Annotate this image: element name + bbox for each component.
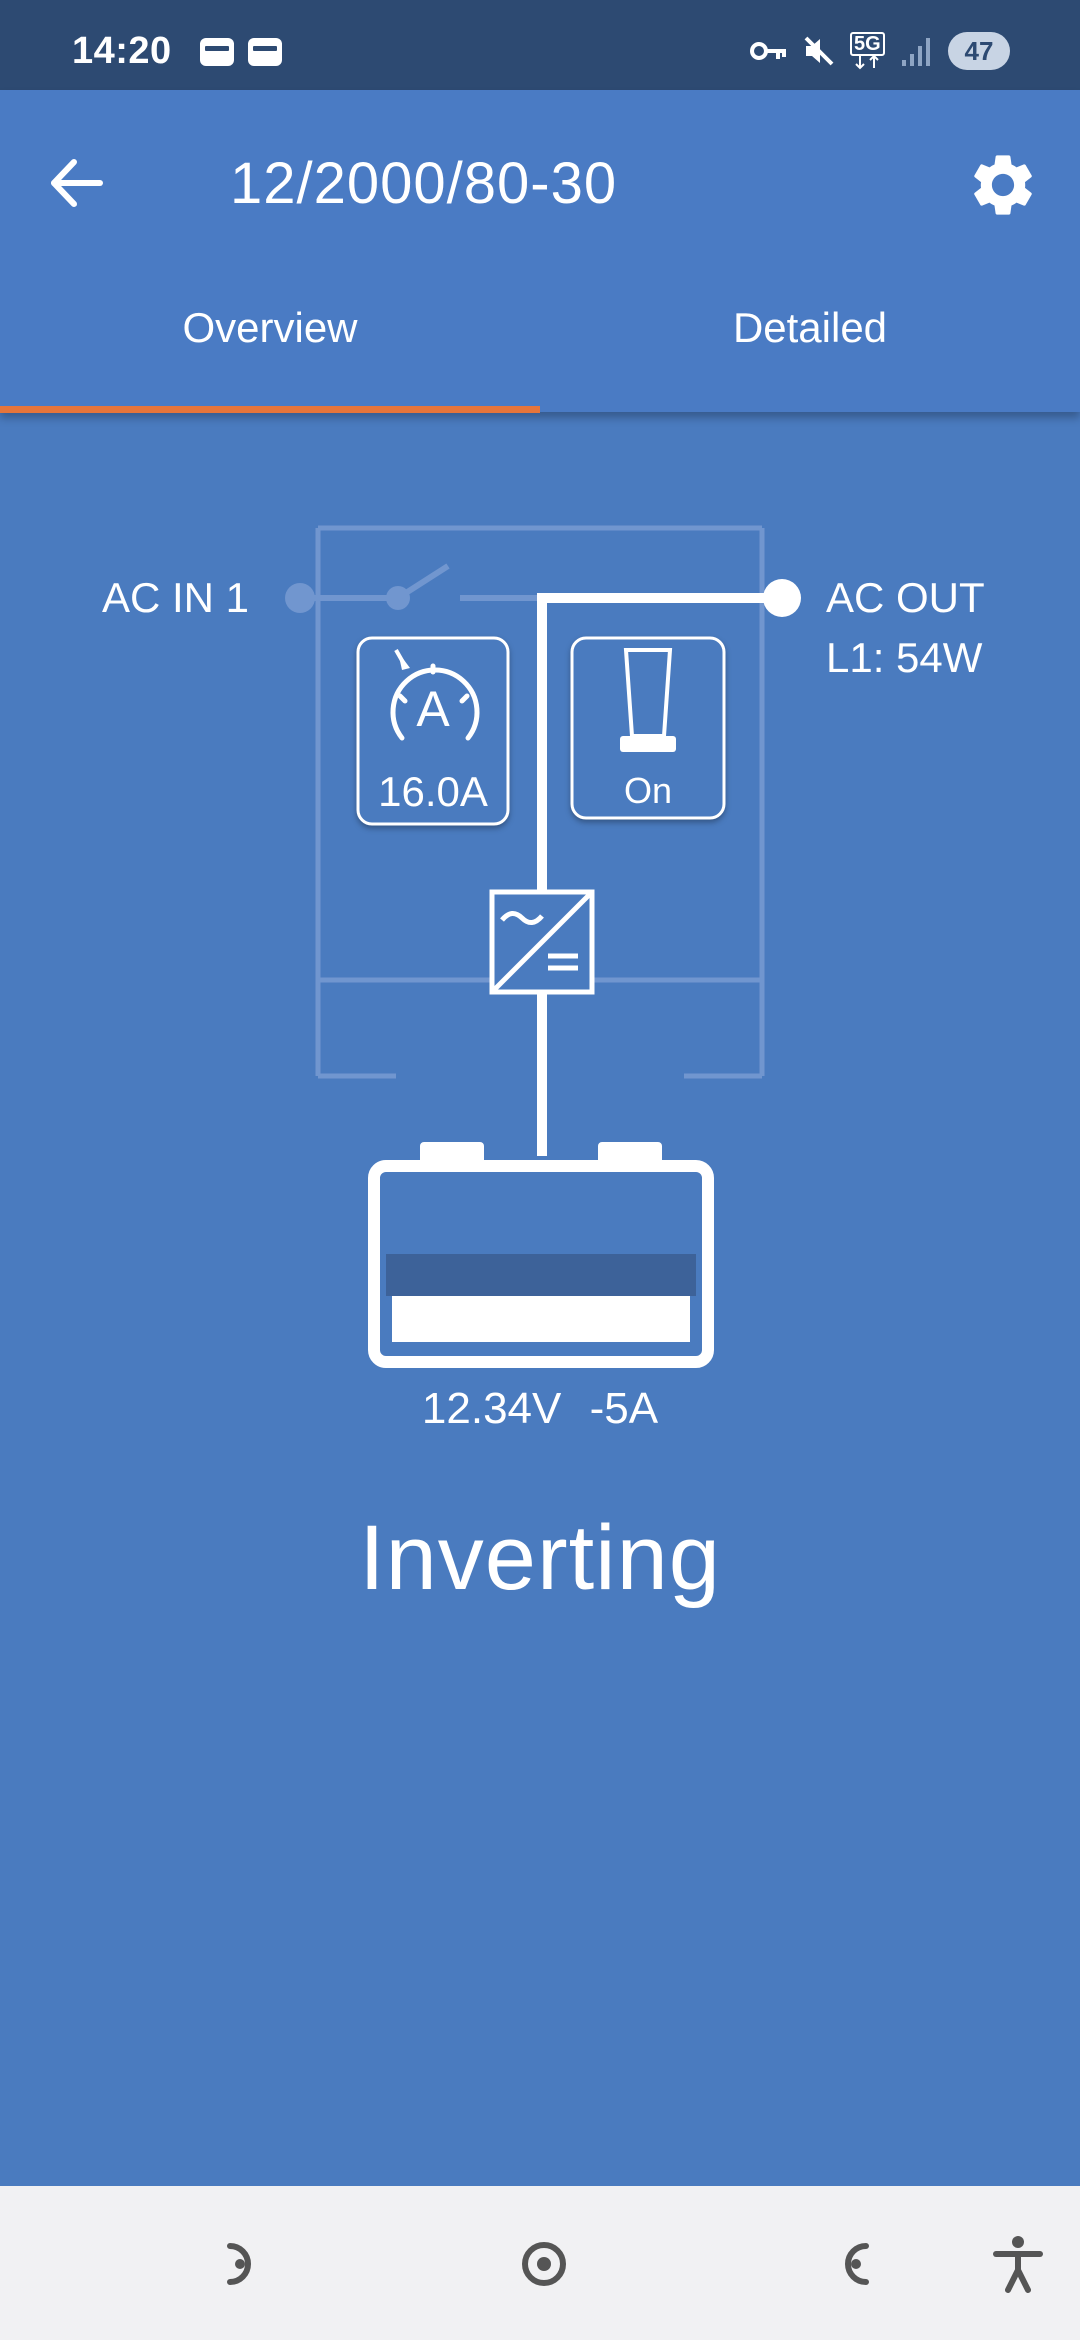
5g-icon: 5G bbox=[850, 32, 886, 70]
recents-nav-button[interactable] bbox=[824, 2234, 884, 2294]
status-bar: 14:20 5G 47 bbox=[0, 0, 1080, 90]
mode-value[interactable]: On bbox=[623, 770, 673, 811]
tab-detailed[interactable]: Detailed bbox=[732, 304, 888, 351]
signal-icon bbox=[902, 38, 930, 66]
back-nav-icon bbox=[227, 2243, 251, 2285]
battery-voltage: 12.34V bbox=[421, 1384, 562, 1433]
card-icon bbox=[200, 38, 234, 66]
device-state: Inverting bbox=[359, 1507, 721, 1609]
ac-out-power: L1: 54W bbox=[826, 634, 983, 681]
battery-readout: 12.34V -5A bbox=[0, 1384, 1080, 1434]
input-current-limit-value[interactable]: 16.0A bbox=[378, 768, 488, 815]
vpn-key-icon bbox=[750, 42, 786, 60]
battery-indicator: 47 bbox=[948, 32, 1010, 70]
accessibility-icon bbox=[993, 2236, 1043, 2293]
pointer-arrow-stem bbox=[394, 649, 406, 665]
system-nav-bar bbox=[0, 2186, 1080, 2340]
battery-base-fill bbox=[392, 1296, 690, 1342]
home-nav-button[interactable] bbox=[514, 2234, 574, 2294]
data-arrows-icon bbox=[855, 56, 879, 70]
network-label: 5G bbox=[850, 32, 885, 56]
battery-current: -5A bbox=[589, 1384, 659, 1433]
settings-button[interactable] bbox=[966, 148, 1040, 222]
app-bar: 12/2000/80-30 Overview Detailed bbox=[0, 90, 1080, 413]
ac-out-node bbox=[763, 579, 801, 617]
status-left-icons bbox=[200, 38, 282, 66]
switch-lever-icon bbox=[620, 648, 676, 752]
card-icon bbox=[248, 38, 282, 66]
ac-out-label: AC OUT bbox=[826, 574, 985, 621]
tab-indicator bbox=[0, 406, 540, 413]
ampere-gauge-icon bbox=[390, 663, 480, 741]
mode-tile[interactable] bbox=[570, 636, 726, 820]
status-right-icons: 5G 47 bbox=[750, 32, 1010, 70]
arrow-left-icon bbox=[51, 159, 103, 207]
device-title: 12/2000/80-30 bbox=[230, 151, 618, 216]
gear-icon bbox=[974, 155, 1032, 215]
input-current-limit-tile[interactable]: A bbox=[356, 636, 510, 826]
recents-nav-icon bbox=[845, 2243, 869, 2285]
back-nav-button[interactable] bbox=[212, 2234, 272, 2294]
mute-icon bbox=[804, 36, 834, 66]
inverter-symbol bbox=[489, 889, 595, 995]
battery-graphic bbox=[368, 1142, 714, 1368]
home-nav-icon bbox=[522, 2242, 566, 2286]
battery-charge-level bbox=[386, 1254, 696, 1296]
back-button[interactable] bbox=[44, 150, 110, 216]
accessibility-button[interactable] bbox=[988, 2234, 1048, 2294]
device-outline bbox=[315, 525, 765, 1079]
status-time: 14:20 bbox=[72, 30, 172, 72]
ampere-symbol: A bbox=[416, 681, 450, 737]
ac-in-label: AC IN 1 bbox=[102, 574, 250, 621]
ac-in-switch bbox=[285, 563, 540, 613]
tab-overview[interactable]: Overview bbox=[182, 304, 358, 351]
